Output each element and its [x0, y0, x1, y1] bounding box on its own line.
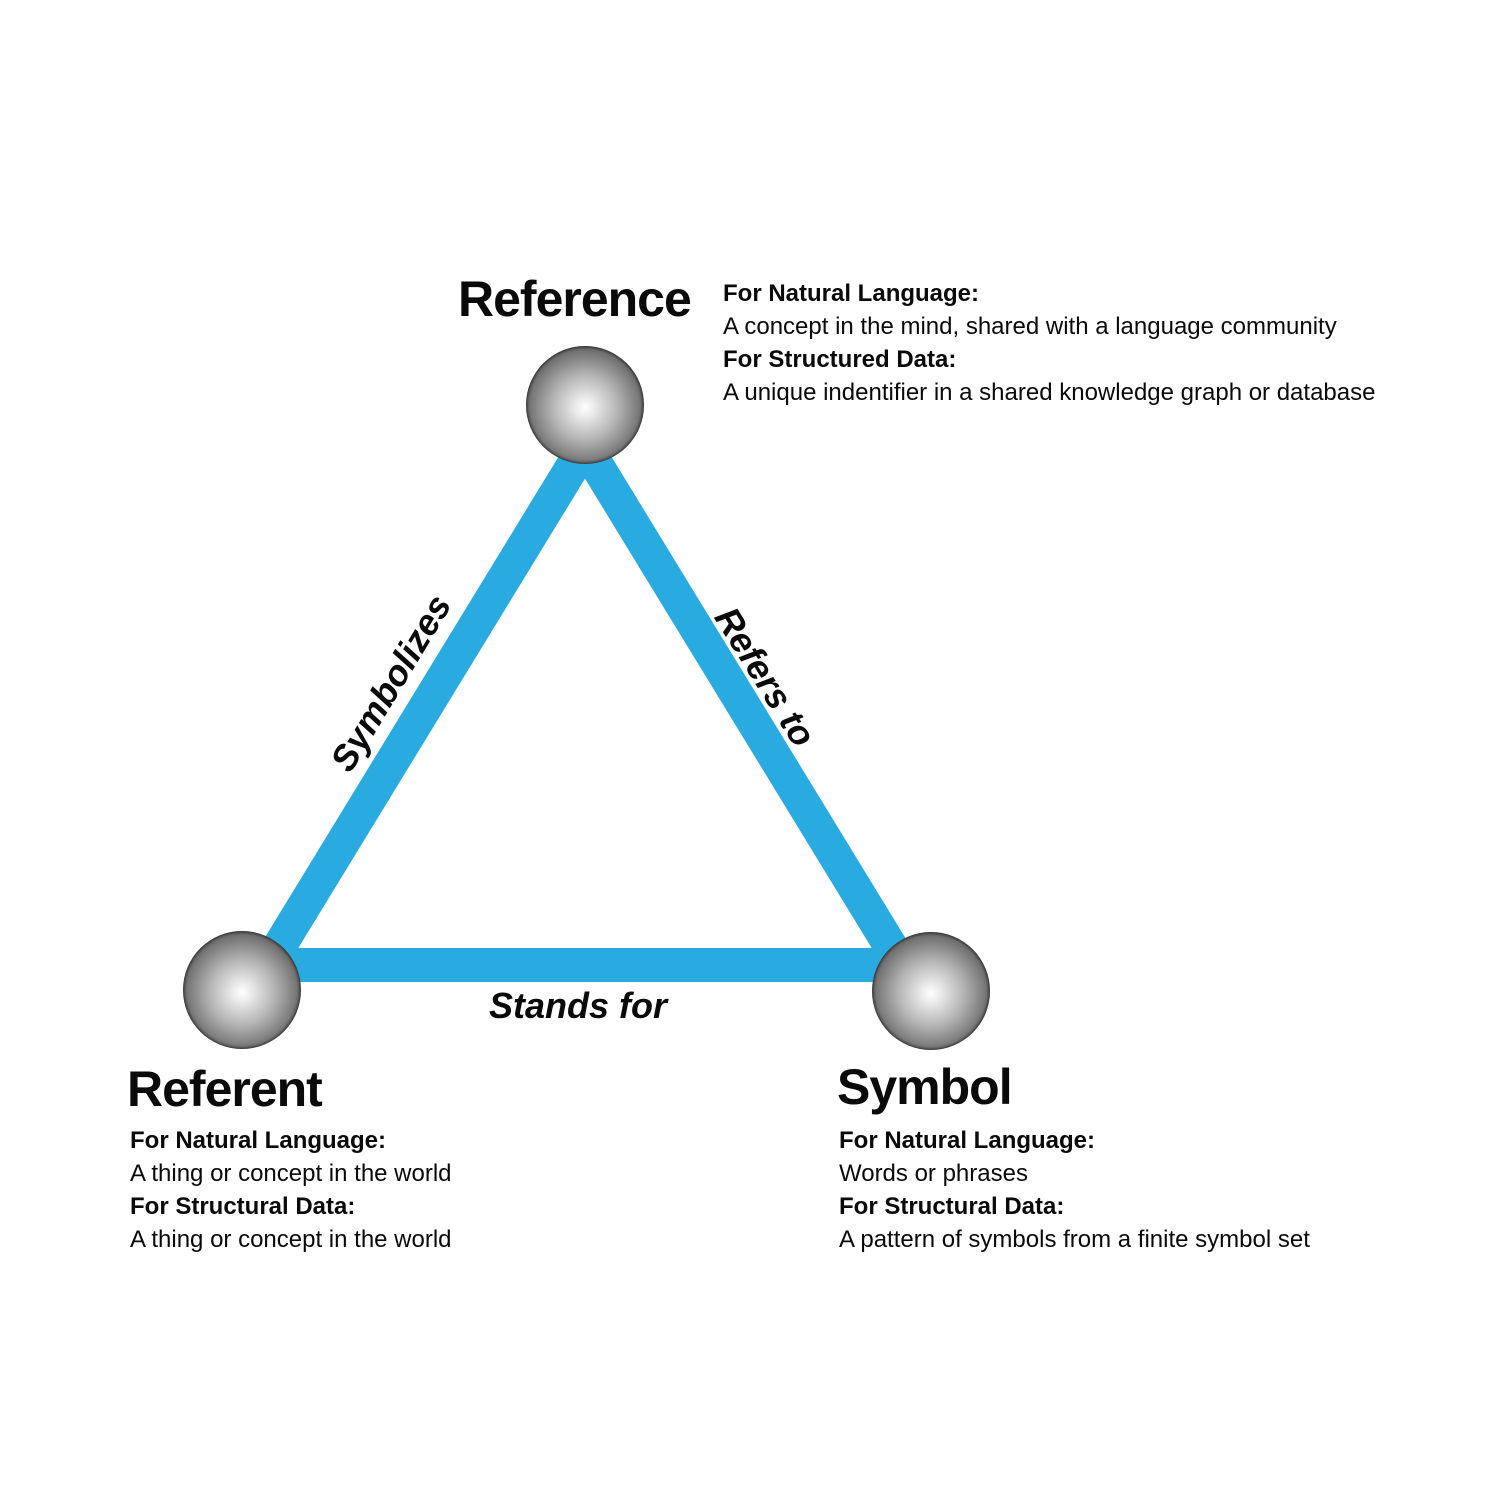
triangle-outline	[237, 413, 933, 982]
reference-title: Reference	[458, 271, 692, 327]
symbol-title: Symbol	[837, 1059, 1013, 1115]
reference-node-sphere	[526, 346, 644, 464]
edge-label-stands-for: Stands for	[488, 985, 668, 1026]
symbol-structural-data-heading: For Structural Data:	[839, 1193, 1065, 1220]
symbol-natural-language-heading: For Natural Language:	[839, 1127, 1096, 1154]
referent-structural-data-heading: For Structural Data:	[130, 1193, 356, 1220]
referent-node-sphere	[183, 931, 301, 1049]
symbol-natural-language-text: Words or phrases	[839, 1160, 1028, 1187]
symbol-node-sphere	[872, 932, 990, 1050]
referent-natural-language-heading: For Natural Language:	[130, 1127, 387, 1154]
reference-description: For Natural Language: A concept in the m…	[723, 277, 1375, 409]
reference-natural-language-heading: For Natural Language:	[723, 280, 980, 307]
referent-structural-data-text: A thing or concept in the world	[130, 1226, 452, 1253]
symbol-description: For Natural Language: Words or phrases F…	[839, 1124, 1310, 1256]
reference-structured-data-heading: For Structured Data:	[723, 346, 957, 373]
referent-natural-language-text: A thing or concept in the world	[130, 1160, 452, 1187]
referent-title: Referent	[127, 1061, 323, 1117]
reference-natural-language-text: A concept in the mind, shared with a lan…	[723, 313, 1337, 340]
referent-description: For Natural Language: A thing or concept…	[130, 1124, 452, 1256]
symbol-structural-data-text: A pattern of symbols from a finite symbo…	[839, 1226, 1310, 1253]
reference-structured-data-text: A unique indentifier in a shared knowled…	[723, 379, 1376, 406]
